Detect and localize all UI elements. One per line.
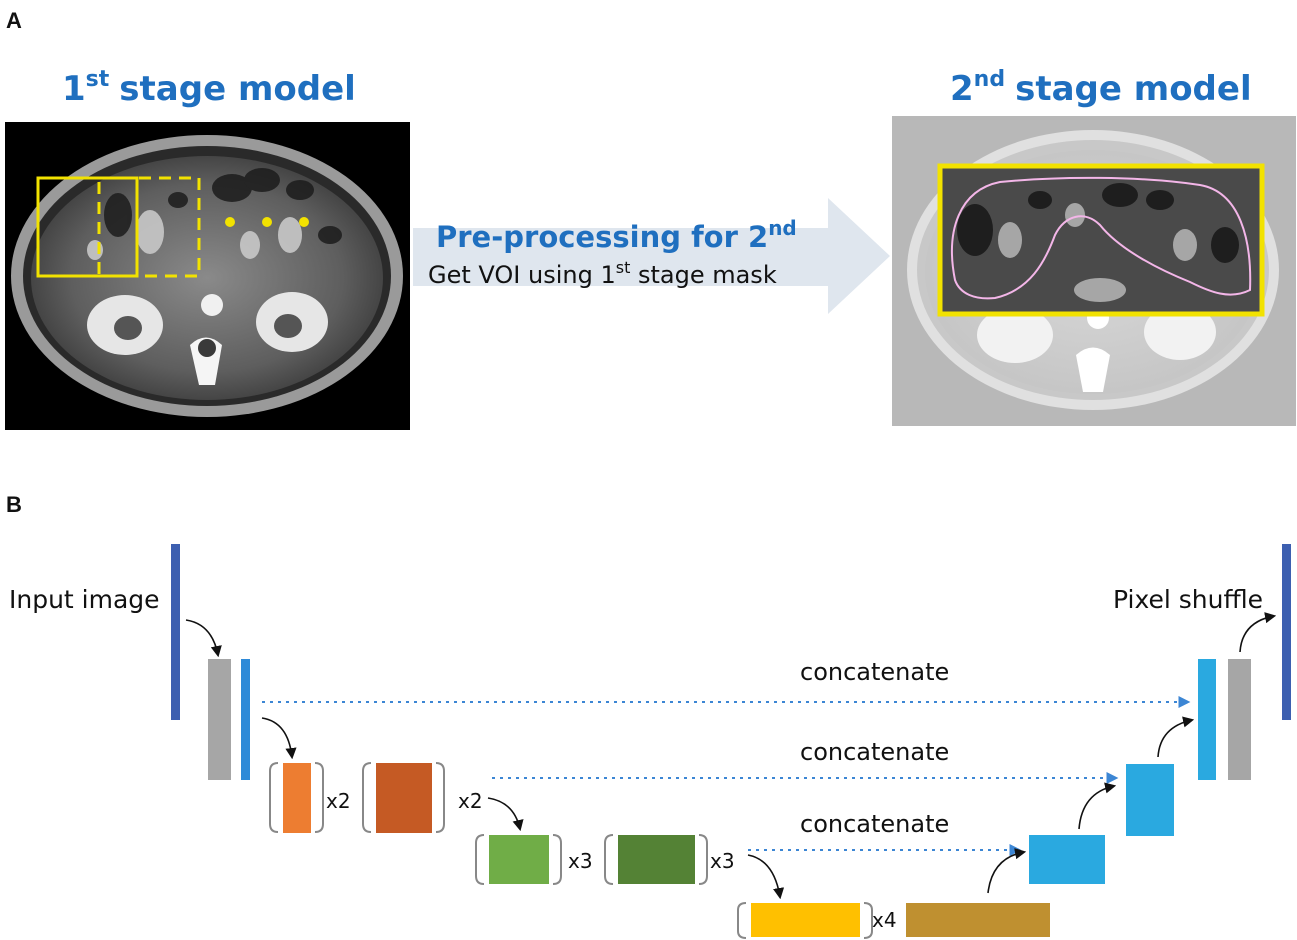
repeat-label-4: x3 [710,849,735,873]
repeat-label-1: x2 [326,789,351,813]
concatenate-label-2: concatenate [800,738,949,766]
dark-green-block-group [604,834,708,885]
preprocessing-arrow [413,198,890,314]
encoder-gray-block [208,659,231,780]
pixel-shuffle-label: Pixel shuffle [1113,585,1263,614]
concatenate-label-1: concatenate [800,658,949,686]
decoder-gray-block [1228,659,1251,780]
first-stage-ct-image [5,122,410,430]
input-image-bar [171,544,180,720]
output-image-bar [1282,544,1291,720]
yellow-block-group [737,902,873,939]
second-stage-ct-image [892,116,1296,426]
encoder-blue-block [241,659,250,780]
input-image-label: Input image [9,585,160,614]
orange-block-group [269,762,324,833]
preprocessing-subtitle: Get VOI using 1st stage mask [428,258,777,289]
bottleneck-dark-yellow-block [906,903,1050,937]
repeat-label-2: x2 [458,789,483,813]
decoder-light-blue-block-3 [1029,835,1105,884]
panel-letter-b: B [6,492,22,517]
repeat-label-3: x3 [568,849,593,873]
preprocessing-title: Pre-processing for 2nd [436,216,797,254]
flow-arrows [185,612,1277,900]
repeat-label-5: x4 [872,908,897,932]
concatenate-label-3: concatenate [800,810,949,838]
panel-letter-a: A [6,8,22,33]
decoder-light-blue-block-2 [1126,764,1174,836]
green-block-group [475,834,562,885]
dark-orange-block-group [362,762,445,833]
decoder-light-blue-block-1 [1198,659,1216,780]
